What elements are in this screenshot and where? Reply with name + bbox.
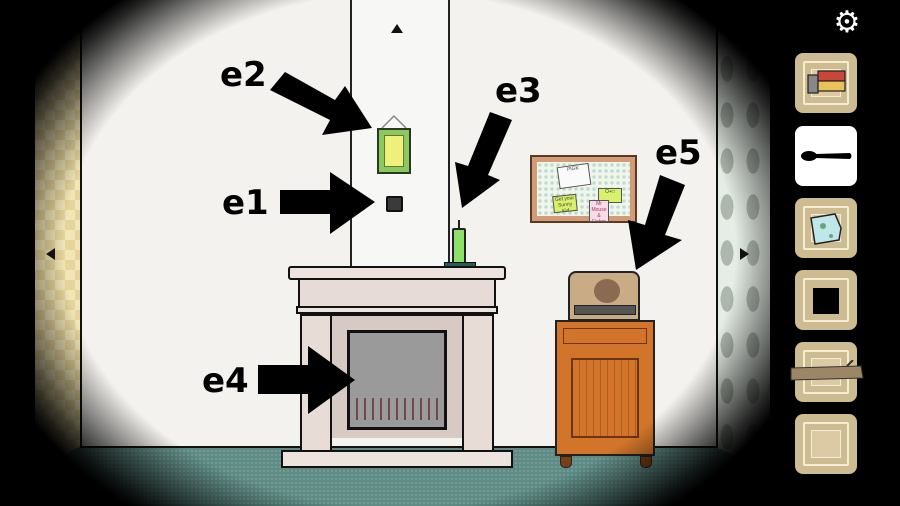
arrow-e5-icon [628,175,685,270]
wooden-stick-icon [790,360,864,381]
label-e4: e4 [202,361,249,401]
nav-up-arrow-icon[interactable] [391,24,403,33]
inventory-slot-empty[interactable] [795,414,857,474]
spoon-icon [801,151,852,161]
arrow-e4-icon [258,346,355,414]
game-scene: PIGK Get your Sunny Kid O+□ Mr Mouse & F… [0,0,785,506]
nav-right-arrow-icon[interactable] [740,248,749,260]
label-e2: e2 [220,55,267,95]
arrow-e1-icon [280,172,375,234]
matchbox-icon [807,70,846,94]
arrow-e2-icon [270,72,372,135]
inventory-slot-spoon[interactable] [795,126,857,186]
inventory-slot-matchbox[interactable] [795,53,857,113]
label-e5: e5 [655,133,702,173]
inventory-slot-stick[interactable] [790,342,864,402]
torn-map-icon [810,213,842,245]
arrow-e3-icon [455,112,512,208]
label-e1: e1 [222,183,269,223]
inventory-slot-map-piece[interactable] [795,198,857,258]
annotation-arrows [258,72,685,414]
label-e3: e3 [495,71,542,111]
nav-left-arrow-icon[interactable] [46,248,55,260]
black-square-icon [813,288,839,314]
settings-gear-icon[interactable]: ⚙ [833,6,861,39]
inventory-slot-black-square[interactable] [795,270,857,330]
